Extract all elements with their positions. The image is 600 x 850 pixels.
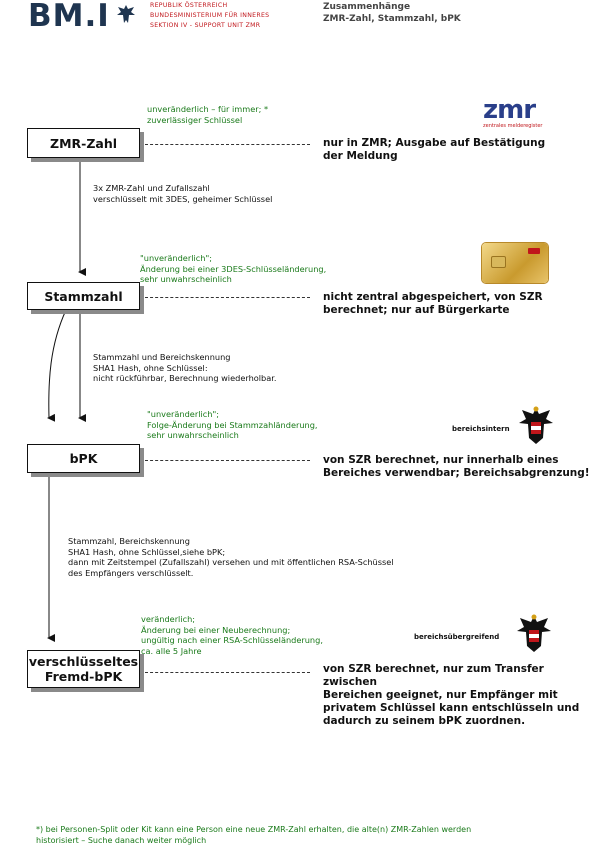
desc-fremd-2: Bereichen geeignet, nur Empfänger mit <box>323 689 558 701</box>
org-line-3: SEKTION IV - SUPPORT UNIT ZMR <box>150 22 261 29</box>
process-3-line-3: dann mit Zeitstempel (Zufallszahl) verse… <box>68 557 394 567</box>
green-zmr-1: unveränderlich – für immer; * <box>147 104 269 114</box>
process-2-line-3: nicht rückführbar, Berechnung wiederholb… <box>93 373 277 383</box>
description-fremd: von SZR berechnet, nur zum Transfer zwis… <box>323 663 600 728</box>
green-stamm-2: Änderung bei einer 3DES-Schlüsseländerun… <box>140 263 327 274</box>
label-bereichsuebergreifend: bereichsübergreifend <box>414 633 500 641</box>
desc-fremd-4: dadurch zu seinem bPK zuordnen. <box>323 715 526 727</box>
org-line-2: BUNDESMINISTERIUM FÜR INNERES <box>150 12 270 19</box>
green-note-bpk: "unveränderlich"; Folge-Änderung bei Sta… <box>147 409 318 441</box>
bmi-logo: BM.I <box>28 0 110 34</box>
node-bpk: bPK <box>27 444 140 473</box>
process-3-line-1: Stammzahl, Bereichskennung <box>68 536 190 546</box>
arrow-stammzahl-bpk-left <box>47 309 67 422</box>
description-bpk: von SZR berechnet, nur innerhalb eines B… <box>323 454 590 480</box>
green-fremd-1: veränderlich; <box>141 614 196 624</box>
process-note-3: Stammzahl, Bereichskennung SHA1 Hash, oh… <box>68 536 394 578</box>
desc-zmr-2: der Meldung <box>323 150 398 162</box>
green-fremd-4: ca. alle 5 Jahre <box>141 645 202 656</box>
header-title-1: Zusammenhänge <box>323 2 411 12</box>
buergerkarte-card-icon <box>482 243 548 283</box>
austrian-eagle-icon-2 <box>517 614 551 652</box>
process-3-line-4: des Empfängers verschlüsselt. <box>68 567 194 578</box>
label-bereichsintern: bereichsintern <box>452 425 510 433</box>
description-zmr: nur in ZMR; Ausgabe auf Bestätigung der … <box>323 137 545 163</box>
process-3-line-2: SHA1 Hash, ohne Schlüssel,siehe bPK; <box>68 546 226 557</box>
process-2-line-2: SHA1 Hash, ohne Schlüssel: <box>93 362 208 373</box>
green-stamm-1: "unveränderlich"; <box>140 253 212 263</box>
eagle-icon <box>117 5 135 23</box>
desc-bpk-1: von SZR berechnet, nur innerhalb eines <box>323 454 559 466</box>
austrian-eagle-icon <box>519 406 553 444</box>
desc-bpk-2: Bereiches verwendbar; Bereichsabgrenzung… <box>323 467 590 479</box>
zmr-logo-text: zmr <box>483 95 536 125</box>
dash-bpk <box>145 460 310 461</box>
zmr-logo-subtitle: zentrales melderegister <box>483 123 543 129</box>
node-stammzahl: Stammzahl <box>27 282 140 310</box>
process-2-line-1: Stammzahl und Bereichskennung <box>93 352 231 362</box>
green-fremd-3: ungültig nach einer RSA-Schlüsseländerun… <box>141 635 323 645</box>
green-fremd-2: Änderung bei einer Neuberechnung; <box>141 624 291 635</box>
green-note-zmr: unveränderlich – für immer; * zuverlässi… <box>147 104 268 125</box>
dash-fremd <box>145 672 310 673</box>
footnote-line-2: historisiert – Suche danach weiter mögli… <box>36 835 207 845</box>
process-1-line-2: verschlüsselt mit 3DES, geheimer Schlüss… <box>93 193 273 204</box>
node-stammzahl-label: Stammzahl <box>44 288 123 304</box>
process-1-line-1: 3x ZMR-Zahl und Zufallszahl <box>93 183 210 193</box>
zmr-logo: zmr zentrales melderegister <box>483 95 551 130</box>
dash-zmr <box>145 144 310 145</box>
footnote: *) bei Personen-Split oder Kit kann eine… <box>36 825 471 846</box>
card-flag-icon <box>528 248 540 254</box>
node-fremd-label-2: Fremd-bPK <box>44 669 123 684</box>
green-zmr-2: zuverlässiger Schlüssel <box>147 114 243 125</box>
footnote-line-1: *) bei Personen-Split oder Kit kann eine… <box>36 825 472 834</box>
desc-stamm-2: berechnet; nur auf Bürgerkarte <box>323 304 510 316</box>
node-zmr-label: ZMR-Zahl <box>50 135 117 151</box>
green-note-stammzahl: "unveränderlich"; Änderung bei einer 3DE… <box>140 253 326 285</box>
desc-fremd-3: privatem Schlüssel kann entschlüsseln un… <box>323 702 580 714</box>
green-bpk-3: sehr unwahrscheinlich <box>147 430 239 440</box>
header-title-2: ZMR-Zahl, Stammzahl, bPK <box>323 14 461 24</box>
dash-stammzahl <box>145 297 310 298</box>
node-zmr-zahl: ZMR-Zahl <box>27 128 140 158</box>
process-note-1: 3x ZMR-Zahl und Zufallszahl verschlüssel… <box>93 183 272 204</box>
node-fremd-bpk: verschlüsseltes Fremd-bPK <box>27 650 140 688</box>
green-note-fremd: veränderlich; Änderung bei einer Neubere… <box>141 614 323 656</box>
green-bpk-2: Folge-Änderung bei Stammzahländerung, <box>147 419 318 430</box>
desc-fremd-1: von SZR berechnet, nur zum Transfer zwis… <box>323 663 544 688</box>
desc-stamm-1: nicht zentral abgespeichert, von SZR <box>323 291 543 303</box>
card-chip-icon <box>491 256 506 268</box>
description-stammzahl: nicht zentral abgespeichert, von SZR ber… <box>323 291 543 317</box>
process-note-2: Stammzahl und Bereichskennung SHA1 Hash,… <box>93 352 276 384</box>
org-line-1: REPUBLIK ÖSTERREICH <box>150 2 228 9</box>
node-fremd-label-1: verschlüsseltes <box>28 654 139 669</box>
green-bpk-1: "unveränderlich"; <box>147 409 219 419</box>
green-stamm-3: sehr unwahrscheinlich <box>140 274 232 284</box>
desc-zmr-1: nur in ZMR; Ausgabe auf Bestätigung <box>323 137 546 149</box>
node-bpk-label: bPK <box>69 451 98 466</box>
